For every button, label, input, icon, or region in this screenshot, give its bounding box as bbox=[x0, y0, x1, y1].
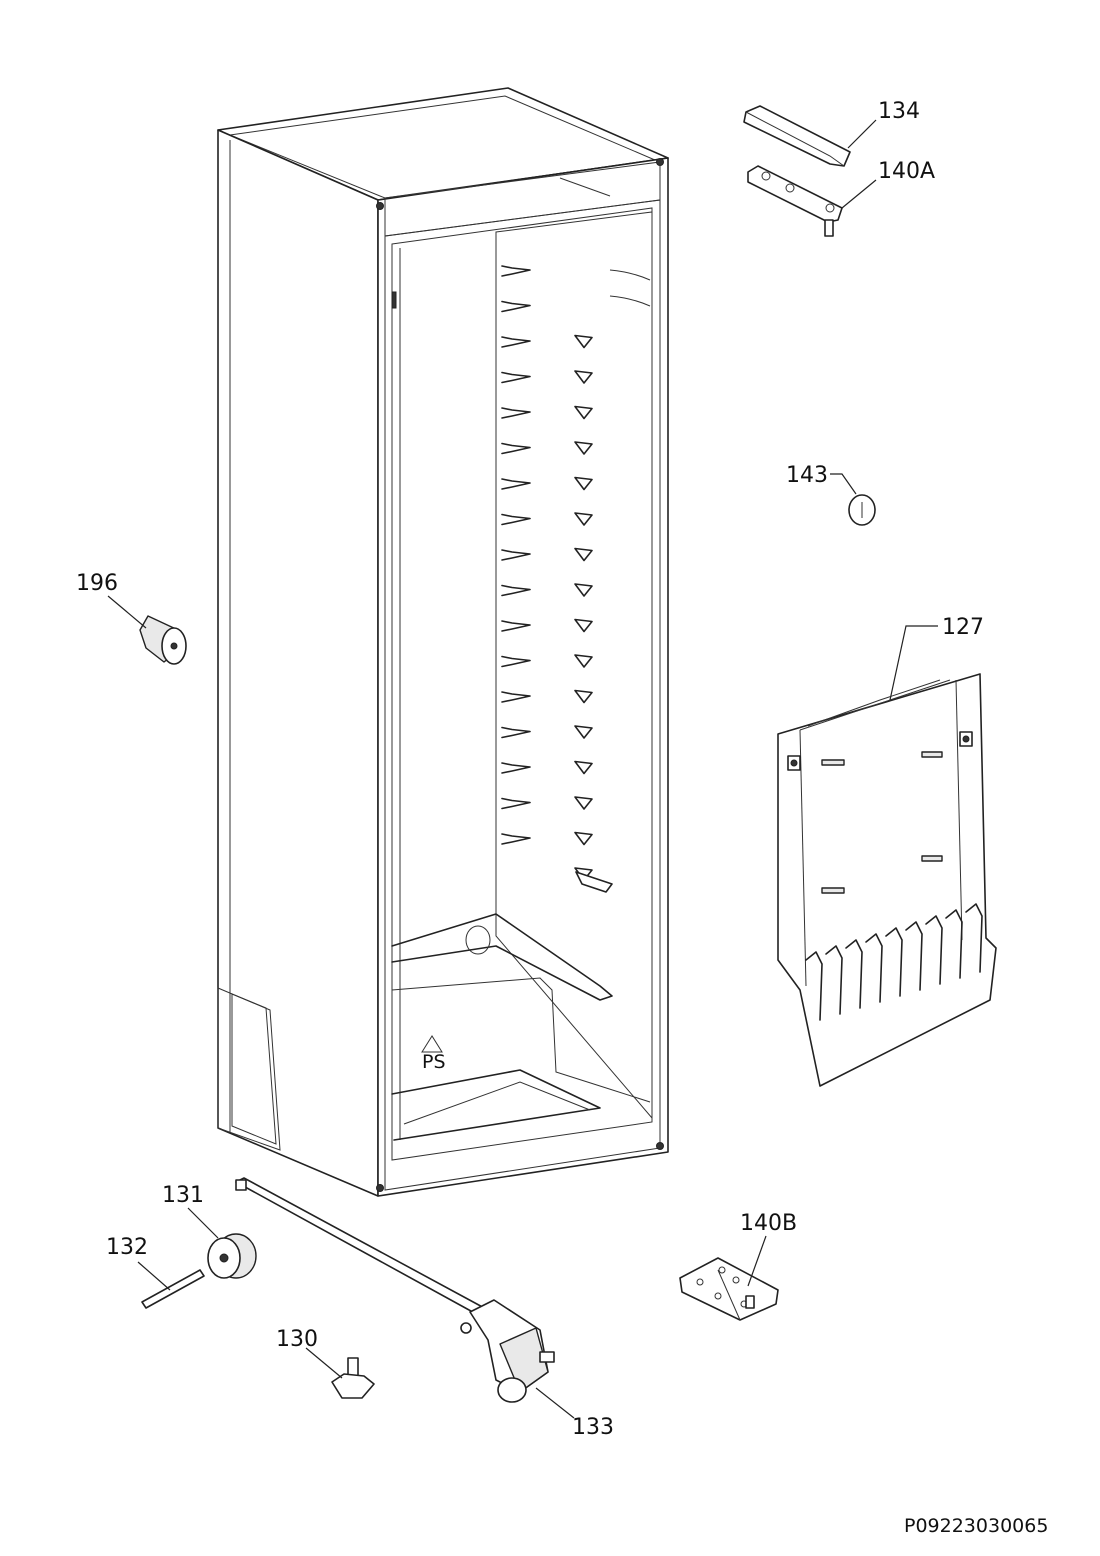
shelf-support bbox=[574, 547, 593, 562]
recycling-symbol-icon: PS bbox=[421, 1035, 446, 1073]
vent-fin bbox=[825, 945, 843, 1015]
vent-fin bbox=[905, 921, 923, 991]
callout-127: 127 bbox=[942, 615, 984, 640]
shelf-support bbox=[574, 760, 593, 775]
vent-fin bbox=[945, 909, 963, 979]
shelf-rail bbox=[501, 300, 531, 313]
shelf-rail bbox=[501, 691, 531, 703]
part-196-plug bbox=[107, 595, 187, 665]
callout-196: 196 bbox=[76, 571, 118, 596]
shelf-rail bbox=[501, 833, 531, 845]
callout-134: 134 bbox=[878, 99, 920, 124]
shelf-support bbox=[574, 689, 593, 704]
vent-fin bbox=[805, 951, 823, 1021]
part-131-roller bbox=[187, 1207, 257, 1279]
shelf-support bbox=[574, 618, 593, 633]
shelf-support bbox=[574, 370, 593, 384]
vent-fins bbox=[805, 903, 983, 1021]
callout-143: 143 bbox=[786, 463, 828, 488]
shelf-rail bbox=[501, 584, 531, 597]
shelf-rail bbox=[501, 655, 531, 668]
vent-fin bbox=[965, 903, 983, 973]
screw-icon bbox=[376, 1184, 384, 1192]
screw-icon bbox=[656, 158, 664, 166]
shelf-rail bbox=[501, 762, 531, 774]
shelf-support bbox=[574, 654, 593, 668]
vent-fin bbox=[885, 927, 903, 997]
part-140A-top-hinge bbox=[747, 165, 877, 237]
callout-labels: 134 140A 143 196 127 131 132 130 133 140… bbox=[76, 99, 984, 1440]
shelf-support bbox=[574, 725, 593, 739]
part-143-cover-cap bbox=[830, 473, 876, 526]
shelf-support bbox=[574, 831, 593, 846]
shelf-rail bbox=[501, 336, 531, 348]
shelf-rail bbox=[501, 478, 531, 490]
callout-132: 132 bbox=[106, 1235, 148, 1260]
recycling-mark-label: PS bbox=[422, 1051, 446, 1073]
shelf-rail bbox=[501, 620, 531, 632]
shelf-rail bbox=[501, 513, 531, 526]
shelf-rail bbox=[501, 726, 531, 739]
callout-140B: 140B bbox=[740, 1211, 797, 1236]
part-134-hinge-cover bbox=[743, 105, 877, 167]
callout-130: 130 bbox=[276, 1327, 318, 1352]
callout-133: 133 bbox=[572, 1415, 614, 1440]
shelf-support bbox=[574, 512, 593, 526]
shelf-support bbox=[574, 405, 593, 420]
shelf-rail bbox=[501, 442, 531, 455]
document-code: P09223030065 bbox=[904, 1515, 1048, 1537]
callout-140A: 140A bbox=[878, 159, 935, 184]
shelf-support bbox=[574, 796, 593, 810]
shelf-rail bbox=[501, 265, 531, 277]
cabinet: PS bbox=[217, 87, 669, 1197]
part-132-axle-pin bbox=[137, 1261, 205, 1309]
shelf-rail bbox=[501, 549, 531, 561]
screw-icon bbox=[656, 1142, 664, 1150]
shelf-rail bbox=[501, 797, 531, 810]
shelf-support bbox=[574, 583, 593, 597]
shelf-rails bbox=[501, 265, 613, 893]
screw-icon bbox=[376, 202, 384, 210]
part-133-adjustable-foot-assembly bbox=[235, 1177, 575, 1419]
part-140B-bottom-hinge bbox=[679, 1235, 779, 1321]
shelf-rail bbox=[501, 407, 531, 419]
shelf-support bbox=[575, 871, 613, 893]
vent-fin bbox=[865, 933, 883, 1003]
shelf-support bbox=[574, 441, 593, 455]
callout-131: 131 bbox=[162, 1183, 204, 1208]
part-130-levelling-foot bbox=[305, 1347, 375, 1399]
shelf-support bbox=[574, 476, 593, 491]
shelf-rail bbox=[501, 371, 531, 384]
vent-fin bbox=[845, 939, 863, 1009]
vent-fin bbox=[925, 915, 943, 985]
shelf-support bbox=[574, 334, 593, 349]
part-127-rear-panel bbox=[777, 625, 997, 1087]
